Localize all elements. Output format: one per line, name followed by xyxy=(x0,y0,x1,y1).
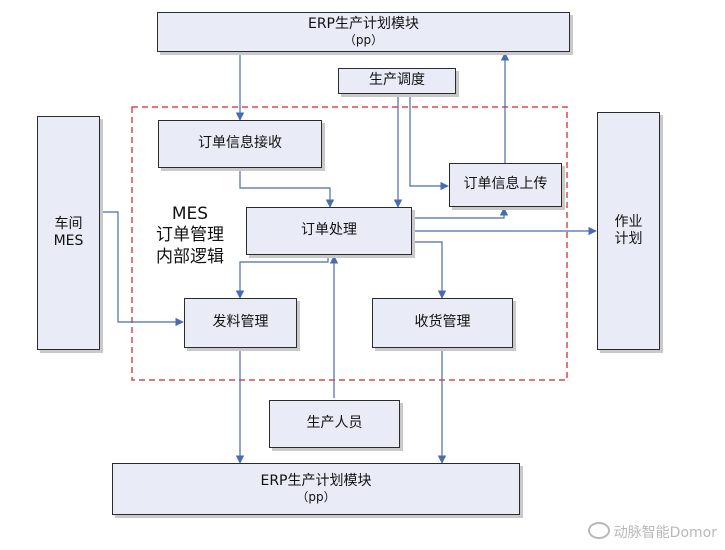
erp-bottom-subtitle: （pp） xyxy=(296,490,336,505)
erp-bottom-title: ERP生产计划模块 xyxy=(260,472,372,489)
arrow-schedule-to-upload xyxy=(409,94,449,191)
work-plan-line2: 计划 xyxy=(614,231,643,247)
receive-mgmt-box: 收货管理 xyxy=(372,298,513,348)
personnel-box: 生产人员 xyxy=(269,400,400,448)
schedule-label: 生产调度 xyxy=(369,72,425,89)
arrow-process-to-upload xyxy=(412,207,509,219)
arrow-order-receive-to-process xyxy=(239,168,335,208)
mes-label-line1: MES xyxy=(171,204,209,224)
watermark-text: 动脉智能Domor xyxy=(613,525,717,541)
order-receive-label: 订单信息接收 xyxy=(198,135,282,152)
work-plan-line1: 作业 xyxy=(614,213,643,230)
watermark: 动脉智能Domor xyxy=(587,522,717,542)
mes-dashed-region xyxy=(131,106,568,381)
order-receive-box: 订单信息接收 xyxy=(158,120,322,168)
schedule-box: 生产调度 xyxy=(338,68,456,94)
erp-top-subtitle: （pp） xyxy=(343,33,384,48)
workshop-mes-box: 车间 MES xyxy=(37,116,100,350)
mes-label-line3: 内部逻辑 xyxy=(156,246,224,267)
workshop-line1: 车间 xyxy=(54,215,83,232)
work-plan-box: 作业 计划 xyxy=(597,112,660,350)
issue-mgmt-box: 发料管理 xyxy=(184,298,297,348)
order-upload-label: 订单信息上传 xyxy=(463,176,548,193)
erp-top-box: ERP生产计划模块 （pp） xyxy=(157,12,570,52)
mes-label-line2: 订单管理 xyxy=(156,225,224,246)
order-upload-box: 订单信息上传 xyxy=(449,163,562,207)
personnel-label: 生产人员 xyxy=(306,415,363,432)
arrow-workshop-to-issue xyxy=(100,211,184,327)
erp-top-title: ERP生产计划模块 xyxy=(307,15,419,32)
arrow-process-to-issue xyxy=(235,254,329,299)
order-process-box: 订单处理 xyxy=(246,207,412,255)
arrow-process-to-receive xyxy=(412,241,447,299)
erp-bottom-box: ERP生产计划模块 （pp） xyxy=(112,463,520,515)
receive-mgmt-label: 收货管理 xyxy=(414,314,471,331)
mes-region-label: MES 订单管理 内部逻辑 xyxy=(140,204,240,268)
weibo-logo-icon xyxy=(587,522,610,539)
issue-mgmt-label: 发料管理 xyxy=(212,314,269,331)
order-process-label: 订单处理 xyxy=(301,222,357,239)
workshop-line2: MES xyxy=(53,233,84,249)
